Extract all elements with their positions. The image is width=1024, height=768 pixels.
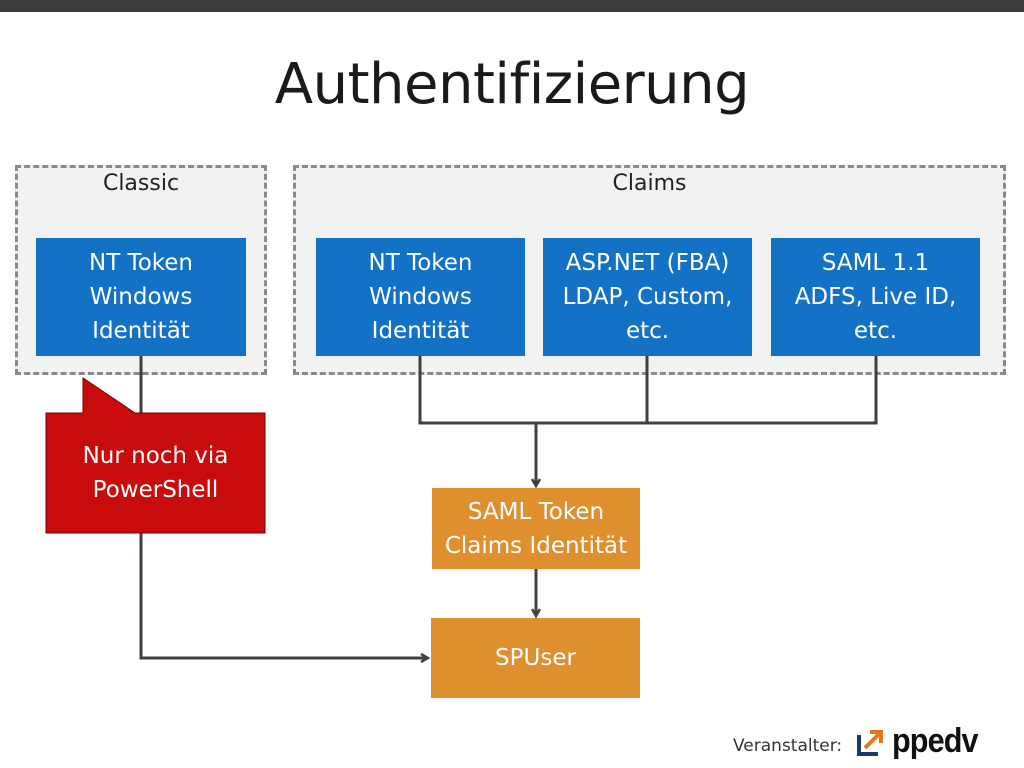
spuser-box: SPUser [431, 618, 640, 698]
claims-group-label: Claims [612, 171, 687, 196]
saml-token-box: SAML Token Claims Identität [432, 488, 640, 569]
top-bar [0, 0, 1024, 12]
classic-group-label: Classic [102, 171, 180, 196]
classic-nt-token-box: NT Token Windows Identität [36, 238, 246, 356]
slide-title: Authentifizierung [274, 52, 750, 117]
ppedv-logo-text: ppedv [892, 722, 979, 760]
ppedv-logo: ppedv [856, 722, 987, 761]
ppedv-arrow-logo-icon [857, 729, 883, 756]
callout-text: Nur noch via PowerShell [82, 443, 229, 503]
claims-saml-box: SAML 1.1 ADFS, Live ID, etc. [771, 238, 980, 356]
claims-asp-net-box: ASP.NET (FBA) LDAP, Custom, etc. [543, 238, 752, 356]
claims-nt-token-box: NT Token Windows Identität [316, 238, 525, 356]
organizer-label: Veranstalter: [733, 736, 843, 756]
callout-to-spuser-line [139, 533, 428, 658]
